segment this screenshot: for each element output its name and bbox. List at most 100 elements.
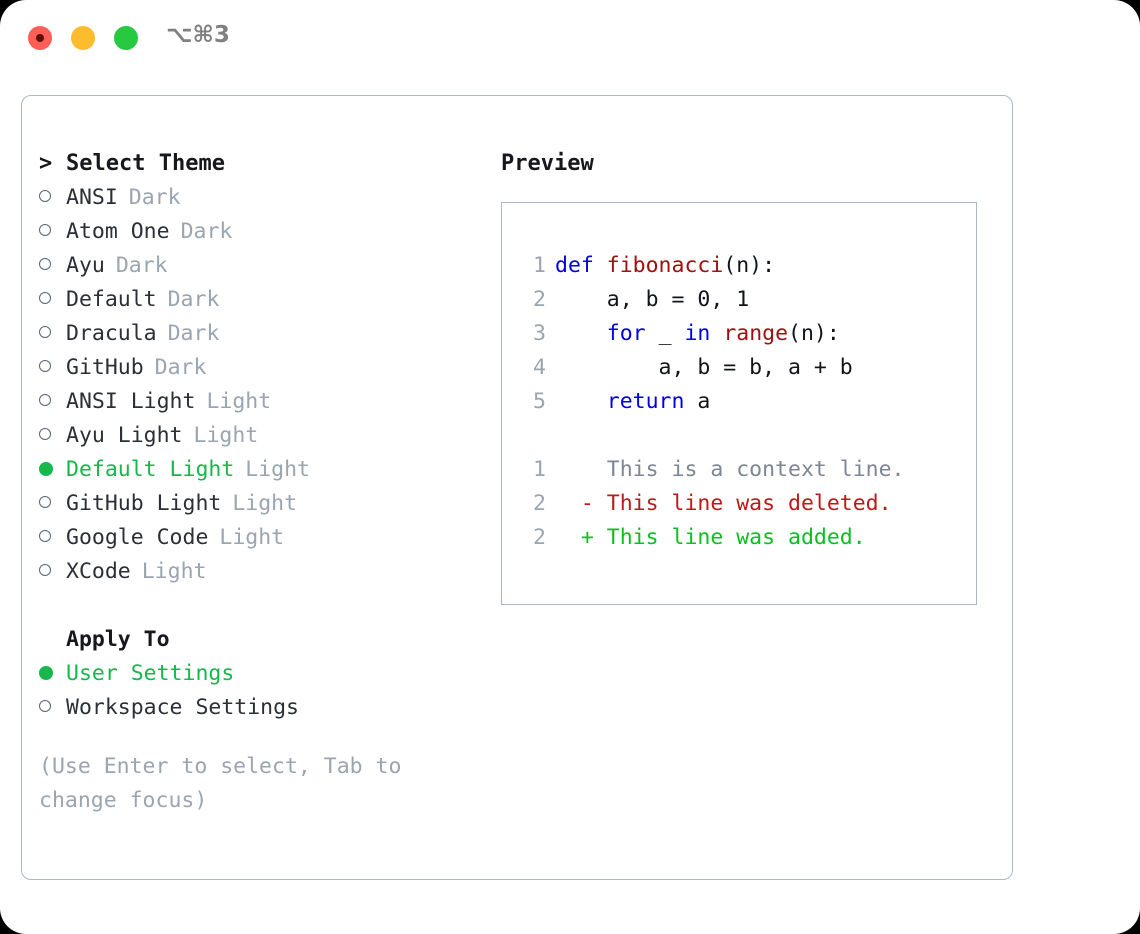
- theme-option-label: Google Code: [66, 525, 209, 550]
- theme-option-tag: Dark: [128, 185, 181, 210]
- radio-dot: [39, 530, 51, 542]
- code-token: (n):: [723, 253, 776, 278]
- radio-dot: [39, 258, 51, 270]
- code-token: fibonacci: [606, 253, 724, 278]
- code-line-number: 1: [533, 253, 546, 278]
- radio-dot: [39, 462, 53, 476]
- diff-line-ctx: 1 This is a context line.: [518, 453, 905, 487]
- code-line: 5 return a: [518, 385, 905, 419]
- theme-option-label: GitHub: [66, 355, 144, 380]
- code-line-number: 2: [533, 525, 546, 550]
- code-token: (n):: [788, 321, 840, 346]
- theme-option-github[interactable]: GitHub Dark: [39, 351, 489, 385]
- theme-option-ayu-light[interactable]: Ayu Light Light: [39, 419, 489, 453]
- radio-dot: [39, 292, 51, 304]
- code-line-number: 5: [533, 389, 546, 414]
- radio-dot: [39, 326, 51, 338]
- maximize-button[interactable]: [114, 26, 138, 50]
- code-line-content: return a: [555, 385, 711, 419]
- traffic-lights: [28, 26, 138, 50]
- theme-option-default-light[interactable]: Default Light Light: [39, 453, 489, 487]
- theme-option-tag: Dark: [115, 253, 168, 278]
- diff-line-content: + This line was added.: [555, 525, 866, 550]
- apply-to-option-workspace-settings[interactable]: Workspace Settings: [39, 691, 489, 725]
- code-token: in: [684, 321, 711, 346]
- code-token: [555, 389, 607, 414]
- apply-to-option-label: Workspace Settings: [66, 695, 299, 720]
- code-token: for: [606, 321, 646, 346]
- theme-option-label: Atom One: [66, 219, 170, 244]
- code-token: a, b = b, a + b: [555, 355, 853, 380]
- code-line: 3 for _ in range(n):: [518, 317, 905, 351]
- theme-option-xcode[interactable]: XCode Light: [39, 555, 489, 589]
- code-token: def: [555, 253, 607, 278]
- minimize-button[interactable]: [71, 26, 95, 50]
- select-theme-header-label: Select Theme: [66, 151, 225, 176]
- title-bar: ⌥⌘3: [0, 0, 1140, 80]
- theme-option-tag: Light: [245, 457, 311, 482]
- close-button[interactable]: [28, 26, 52, 50]
- code-token: [710, 321, 723, 346]
- code-line-content: a, b = b, a + b: [555, 351, 853, 385]
- radio-dot: [39, 360, 51, 372]
- radio-dot: [39, 224, 51, 236]
- radio-dot: [39, 496, 51, 508]
- apply-to-option-label: User Settings: [66, 661, 235, 686]
- apply-to-header: Apply To: [39, 623, 489, 657]
- theme-option-tag: Light: [141, 559, 207, 584]
- theme-option-tag: Light: [219, 525, 285, 550]
- code-line-number: 1: [533, 457, 546, 482]
- theme-option-atom-one[interactable]: Atom One Dark: [39, 215, 489, 249]
- code-line: 2 a, b = 0, 1: [518, 283, 905, 317]
- theme-option-label: ANSI: [66, 185, 118, 210]
- diff-line-content: This is a context line.: [555, 457, 905, 482]
- radio-dot: [39, 394, 51, 406]
- theme-option-tag: Light: [232, 491, 298, 516]
- code-token: [555, 321, 607, 346]
- code-line-number: 2: [533, 491, 546, 516]
- theme-option-tag: Dark: [167, 287, 220, 312]
- theme-option-ansi[interactable]: ANSI Dark: [39, 181, 489, 215]
- code-token: return: [606, 389, 685, 414]
- code-token: _: [645, 321, 685, 346]
- code-token: range: [723, 321, 789, 346]
- radio-dot: [39, 190, 51, 202]
- theme-option-google-code[interactable]: Google Code Light: [39, 521, 489, 555]
- theme-option-tag: Dark: [154, 355, 207, 380]
- code-line-number: 3: [533, 321, 546, 346]
- code-token: a: [684, 389, 711, 414]
- radio-dot: [39, 564, 51, 576]
- theme-option-label: XCode: [66, 559, 131, 584]
- theme-option-tag: Dark: [180, 219, 233, 244]
- code-line-content: a, b = 0, 1: [555, 283, 749, 317]
- code-line-number: 2: [533, 287, 546, 312]
- select-theme-header: > Select Theme: [39, 147, 489, 181]
- keyboard-shortcut-label: ⌥⌘3: [166, 22, 230, 48]
- theme-option-tag: Light: [193, 423, 259, 448]
- caret-icon: >: [39, 151, 53, 176]
- keyboard-hint: (Use Enter to select, Tab to change focu…: [39, 754, 402, 813]
- list-spacer: [39, 589, 489, 623]
- code-line: 4 a, b = b, a + b: [518, 351, 905, 385]
- apply-to-header-label: Apply To: [66, 627, 170, 652]
- apply-to-option-user-settings[interactable]: User Settings: [39, 657, 489, 691]
- theme-option-label: Ayu Light: [66, 423, 183, 448]
- radio-dot: [39, 666, 53, 680]
- code-line-content: for _ in range(n):: [555, 317, 840, 351]
- radio-dot: [39, 700, 51, 712]
- radio-dot: [39, 428, 51, 440]
- theme-option-label: Default Light: [66, 457, 235, 482]
- theme-option-label: ANSI Light: [66, 389, 196, 414]
- preview-title: Preview: [501, 151, 594, 176]
